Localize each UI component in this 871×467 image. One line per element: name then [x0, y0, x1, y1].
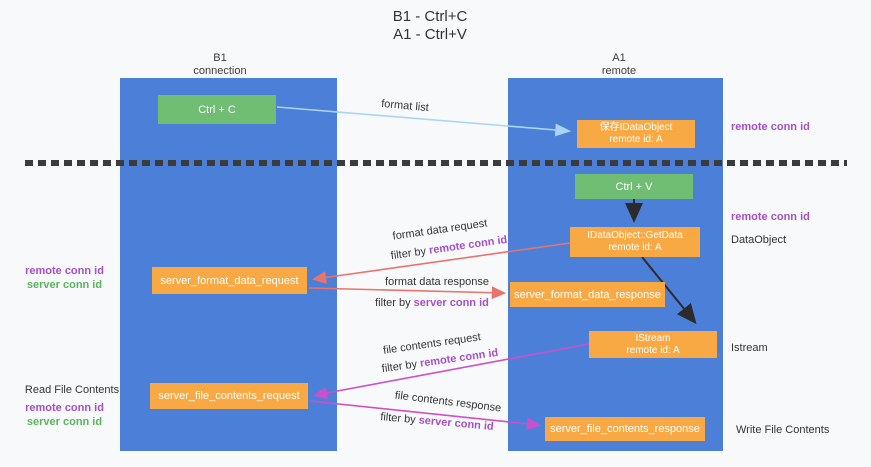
title-line-1: B1 - Ctrl+C [392, 8, 468, 25]
ctrl-c-box: Ctrl + C [158, 95, 276, 124]
ctrl-v-box: Ctrl + V [575, 174, 693, 199]
dashed-separator [25, 160, 847, 166]
read-file-contents-label: Read File Contents [24, 384, 120, 396]
write-file-contents-label: Write File Contents [736, 424, 830, 436]
left-server-conn-id-2: server conn id [26, 416, 103, 428]
arrow-format-data-response [308, 286, 507, 300]
ctrl-c-label: Ctrl + C [198, 103, 236, 116]
ctrl-v-label: Ctrl + V [615, 180, 653, 193]
server-format-data-request-box: server_format_data_request [152, 267, 307, 294]
format-data-response-filter: filter by server conn id [366, 297, 498, 309]
lane-a1-name: A1 [612, 52, 626, 64]
save-idataobject-line1: 保存IDataObject [599, 122, 673, 133]
file-contents-response-label: file contents response [394, 389, 502, 415]
left-remote-conn-id-1: remote conn id [25, 265, 104, 277]
right-remote-conn-id-1: remote conn id [731, 121, 810, 133]
save-idataobject-line2: remote id: A [609, 134, 663, 145]
getdata-line1: IDataObject::GetData [587, 230, 683, 241]
getdata-line2: remote id: A [608, 242, 662, 253]
server-format-data-request-label: server_format_data_request [160, 274, 299, 287]
server-file-contents-response-label: server_file_contents_response [550, 423, 700, 435]
filter-by-text: filter by [375, 297, 411, 309]
istream-box: IStream remote id: A [589, 331, 717, 358]
istream-line2: remote id: A [626, 344, 680, 356]
lane-header-b1: B1 connection [120, 52, 320, 78]
right-remote-conn-id-2: remote conn id [731, 211, 810, 223]
title-line-2: A1 - Ctrl+V [393, 26, 467, 43]
remote-conn-id-text: remote conn id [428, 233, 508, 257]
server-file-contents-response-box: server_file_contents_response [545, 417, 705, 441]
lane-a1-role: remote [601, 65, 637, 77]
filter-by-text: filter by [381, 358, 418, 376]
server-file-contents-request-label: server_file_contents_request [158, 390, 300, 402]
idataobject-getdata-box: IDataObject::GetData remote id: A [570, 227, 700, 257]
istream-side-label: Istream [731, 342, 768, 354]
server-format-data-response-label: server_format_data_response [514, 288, 661, 301]
server-file-contents-request-box: server_file_contents_request [150, 383, 308, 409]
server-format-data-response-box: server_format_data_response [510, 282, 665, 307]
lane-b1-role: connection [193, 65, 247, 77]
filter-by-text: filter by [379, 411, 417, 427]
dataobject-label: DataObject [731, 234, 787, 246]
left-server-conn-id-1: server conn id [26, 279, 103, 291]
istream-line1: IStream [635, 332, 671, 344]
save-idataobject-box: 保存IDataObject remote id: A [577, 120, 695, 148]
format-list-label: format list [380, 97, 430, 115]
file-contents-response-filter: filter by server conn id [371, 410, 504, 433]
server-conn-id-text: server conn id [418, 414, 495, 433]
remote-conn-id-text: remote conn id [419, 346, 499, 370]
server-conn-id-text: server conn id [413, 297, 489, 309]
format-data-response-label: format data response [385, 276, 489, 288]
diagram-title: B1 - Ctrl+C A1 - Ctrl+V [0, 8, 860, 44]
lane-b1-name: B1 [213, 52, 227, 64]
lane-header-a1: A1 remote [508, 52, 730, 78]
left-remote-conn-id-2: remote conn id [25, 402, 104, 414]
filter-by-text: filter by [390, 245, 427, 263]
